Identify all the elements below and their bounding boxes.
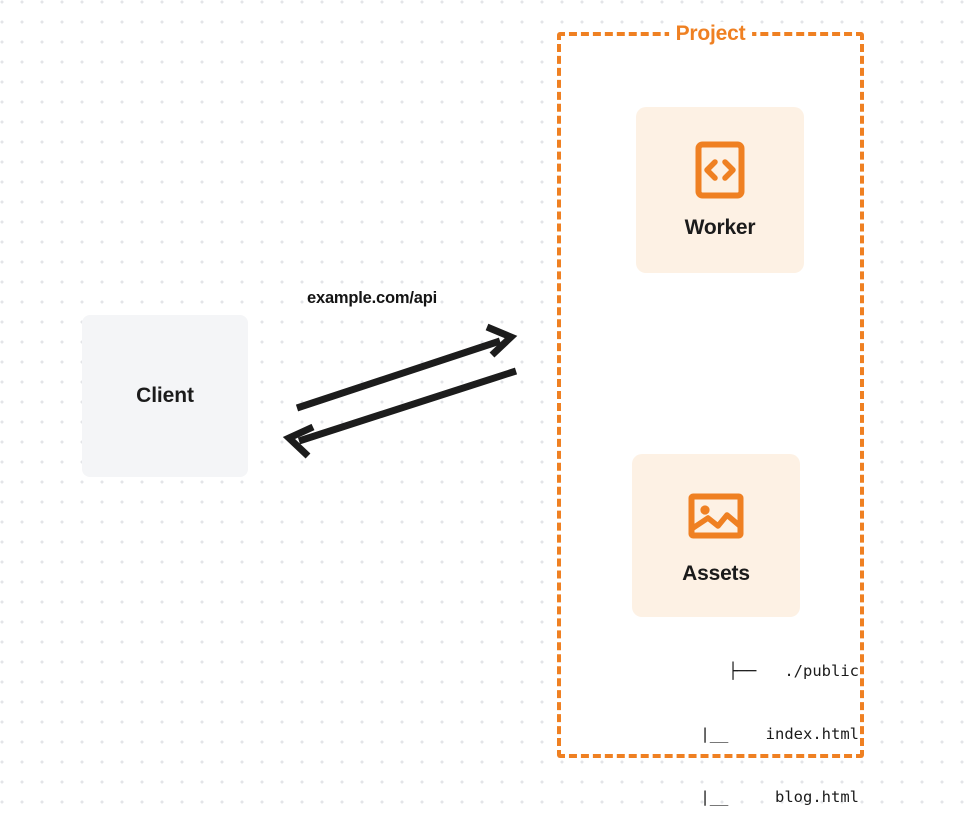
file-tree-row: |__ index.html [700, 725, 859, 743]
client-node-label: Client [136, 384, 194, 407]
assets-node-label: Assets [682, 561, 750, 585]
response-arrow [282, 367, 518, 459]
request-arrow [295, 323, 518, 412]
assets-node[interactable]: Assets [632, 454, 800, 617]
worker-node[interactable]: Worker [636, 107, 804, 273]
project-container[interactable]: Project Worker Assets ├── ./public |__ i… [557, 22, 864, 806]
edge-label: example.com/api [307, 289, 437, 307]
client-node[interactable]: Client [82, 315, 248, 477]
worker-node-label: Worker [684, 216, 756, 239]
file-tree-row: ├── ./public [728, 662, 859, 680]
project-container-title: Project [668, 22, 753, 46]
assets-file-tree: ├── ./public |__ index.html |__ blog.htm… [609, 619, 859, 818]
image-icon [688, 493, 744, 538]
code-brackets-icon [695, 141, 745, 199]
file-tree-row: |__ blog.html [700, 788, 859, 806]
